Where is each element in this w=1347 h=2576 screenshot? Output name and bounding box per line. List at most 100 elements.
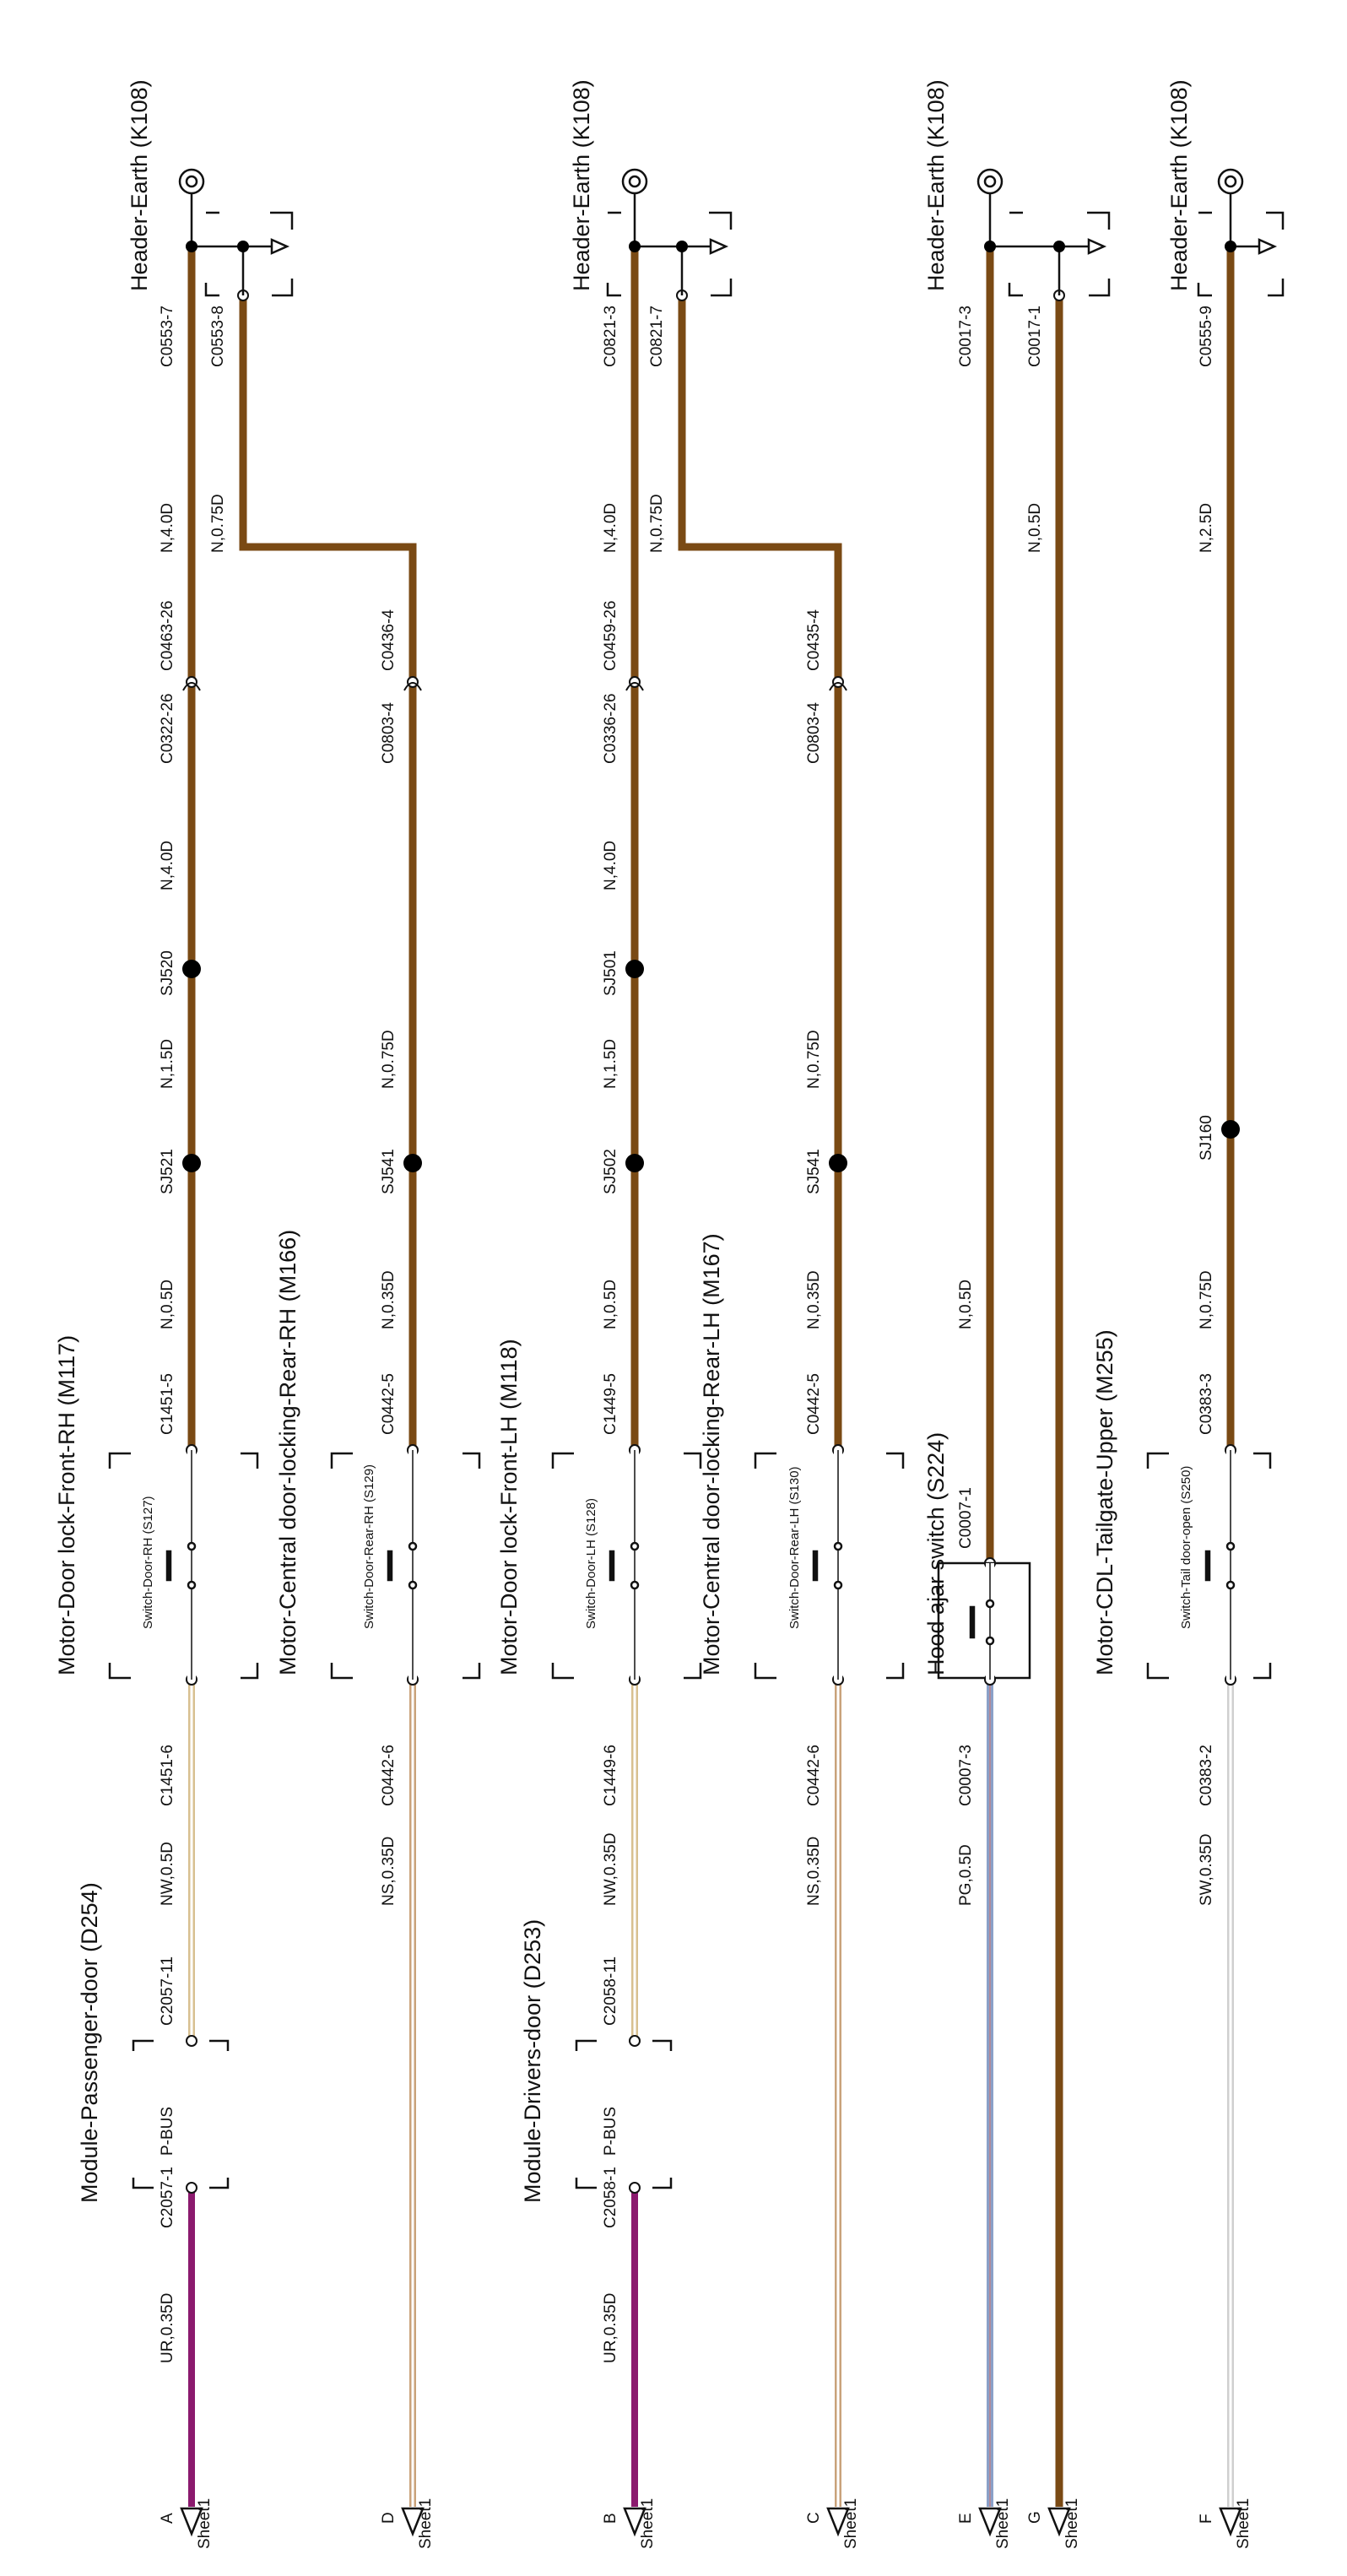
splice-sj520 [182, 960, 201, 978]
earth-ring-ad [178, 168, 205, 195]
label-row-b-c7: C0821-3 [602, 306, 619, 367]
label-row-d-c4: C0442-5 [380, 1373, 398, 1435]
label-row-a-sj2: SJ520 [159, 950, 176, 996]
splice-sj160 [1221, 1120, 1240, 1139]
label-row-a-w6: N,4.0D [159, 503, 176, 553]
sheet-arrow-d [401, 2507, 425, 2537]
hood-switch-box [937, 1561, 1031, 1680]
switch-blade-front-rh [165, 1550, 172, 1582]
module-passenger-box [132, 2039, 230, 2189]
label-row-d-w3: N,0.35D [380, 1270, 398, 1329]
label-row-a-w1: UR,0.35D [159, 2293, 176, 2363]
earth-arrow-ad [270, 238, 290, 255]
label-row-b-w2: NW,0.35D [602, 1832, 619, 1906]
label-row-d-sj1: SJ541 [380, 1149, 398, 1194]
label-row-g-sheet: Sheet1 [1063, 2498, 1081, 2549]
label-module-passenger: Module-Passenger-door (D254) [77, 1882, 102, 2203]
label-row-b-w4: N,1.5D [602, 1039, 619, 1089]
label-row-c-w4: N,0.75D [805, 1030, 823, 1089]
label-row-f-w6: N,2.5D [1198, 503, 1215, 553]
label-row-b-sheet: Sheet1 [639, 2498, 657, 2549]
label-switch-rear-lh: Switch-Door-Rear-LH (S130) [787, 1466, 802, 1629]
connector-c2058-1 [629, 2182, 641, 2194]
label-row-f-w1: SW,0.35D [1198, 1833, 1215, 1906]
label-row-a-c3: C1451-6 [159, 1745, 176, 1806]
label-row-e-c7: C0017-3 [957, 306, 975, 367]
connector-arc-d [403, 682, 422, 691]
label-header-earth-ad: Header-Earth (K108) [127, 79, 152, 291]
label-motor-front-rh: Motor-Door lock-Front-RH (M117) [54, 1335, 79, 1675]
sheet-arrow-b [623, 2507, 646, 2537]
switch-pole-rear-rh-2 [408, 1580, 418, 1590]
label-switch-rear-rh: Switch-Door-Rear-RH (S129) [362, 1464, 376, 1629]
label-row-e-w1: PG,0.5D [957, 1844, 975, 1906]
earth-ring-eg-inner [983, 175, 997, 188]
earth-bracket-f [1197, 211, 1285, 297]
label-row-g-c7: C0017-1 [1026, 306, 1044, 367]
switch-pole-tail-1 [1225, 1541, 1236, 1551]
earth-junction-bc-1 [629, 241, 641, 252]
label-row-a-c1: C2057-1 [159, 2167, 176, 2228]
switch-pole-rear-lh-1 [833, 1541, 843, 1551]
label-row-c-w1: NS,0.35D [805, 1837, 823, 1906]
earth-arrow-f [1258, 238, 1278, 255]
switch-pole-front-rh-1 [187, 1541, 197, 1551]
sheet-arrow-f [1219, 2507, 1242, 2537]
label-row-e-sheet: Sheet1 [994, 2498, 1012, 2549]
label-row-b-sj2: SJ501 [602, 950, 619, 996]
label-row-a-letter: A [159, 2513, 176, 2524]
label-switch-tail: Switch-Tail door-open (S250) [1179, 1466, 1193, 1629]
label-row-d-c7: C0553-8 [209, 306, 227, 367]
label-module-drivers: Module-Drivers-door (D253) [520, 1919, 545, 2203]
label-row-e-c4: C0007-1 [957, 1487, 975, 1549]
switch-pole-rear-lh-2 [833, 1580, 843, 1590]
earth-ring-bc-inner [628, 175, 641, 188]
label-row-b-c6: C0459-26 [602, 601, 619, 671]
splice-sj541-d [403, 1154, 422, 1172]
earth-arrow-bc [709, 238, 729, 255]
label-switch-door-lh: Switch-Door-LH (S128) [584, 1498, 598, 1629]
switch-box-front-rh [108, 1452, 259, 1680]
label-row-a-w5: N,4.0D [159, 841, 176, 890]
label-motor-front-lh: Motor-Door lock-Front-LH (M118) [496, 1339, 522, 1675]
label-row-c-c5: C0803-4 [805, 702, 823, 764]
label-header-earth-f: Header-Earth (K108) [1166, 79, 1192, 291]
connector-c2057-11 [186, 2035, 197, 2047]
earth-junction-ad-2 [237, 241, 249, 252]
label-row-c-sj1: SJ541 [805, 1149, 823, 1194]
label-row-b-w3: N,0.5D [602, 1280, 619, 1329]
connector-arc-a [182, 682, 201, 691]
label-row-f-sj1: SJ160 [1198, 1115, 1215, 1161]
label-row-d-w1: NS,0.35D [380, 1837, 398, 1906]
earth-junction-ad-1 [186, 241, 197, 252]
label-hood-switch: Hood ajar switch (S224) [923, 1432, 949, 1675]
label-row-g-w6: N,0.5D [1026, 503, 1044, 553]
label-row-d-w6: N,0.75D [209, 494, 227, 553]
label-row-f-c3: C0383-2 [1198, 1745, 1215, 1806]
switch-blade-rear-lh [812, 1550, 819, 1582]
label-row-d-c3: C0442-6 [380, 1745, 398, 1806]
label-row-f-sheet: Sheet1 [1235, 2498, 1252, 2549]
switch-box-tail [1146, 1452, 1272, 1680]
earth-junction-eg-2 [1053, 241, 1065, 252]
label-row-f-w3: N,0.75D [1198, 1270, 1215, 1329]
label-row-e-w3: N,0.5D [957, 1280, 975, 1329]
label-row-e-letter: E [957, 2513, 975, 2524]
switch-pole-rear-rh-1 [408, 1541, 418, 1551]
label-row-b-w6: N,4.0D [602, 503, 619, 553]
splice-sj502 [625, 1154, 644, 1172]
label-row-d-w4: N,0.75D [380, 1030, 398, 1089]
sheet-arrow-g [1047, 2507, 1071, 2537]
label-row-c-letter: C [805, 2512, 823, 2524]
label-row-a-c6: C0463-26 [159, 601, 176, 671]
earth-ring-eg [976, 168, 1003, 195]
label-row-a-c4: C1451-5 [159, 1373, 176, 1435]
wire-c-brown [678, 295, 842, 1450]
label-row-f-c4: C0383-3 [1198, 1373, 1215, 1435]
switch-pole-front-lh-1 [630, 1541, 640, 1551]
label-row-b-c4: C1449-5 [602, 1373, 619, 1435]
label-motor-tailgate: Motor-CDL-Tailgate-Upper (M255) [1092, 1329, 1117, 1675]
label-row-b-c2: C2058-11 [602, 1956, 619, 2026]
module-drivers-box [575, 2039, 673, 2189]
